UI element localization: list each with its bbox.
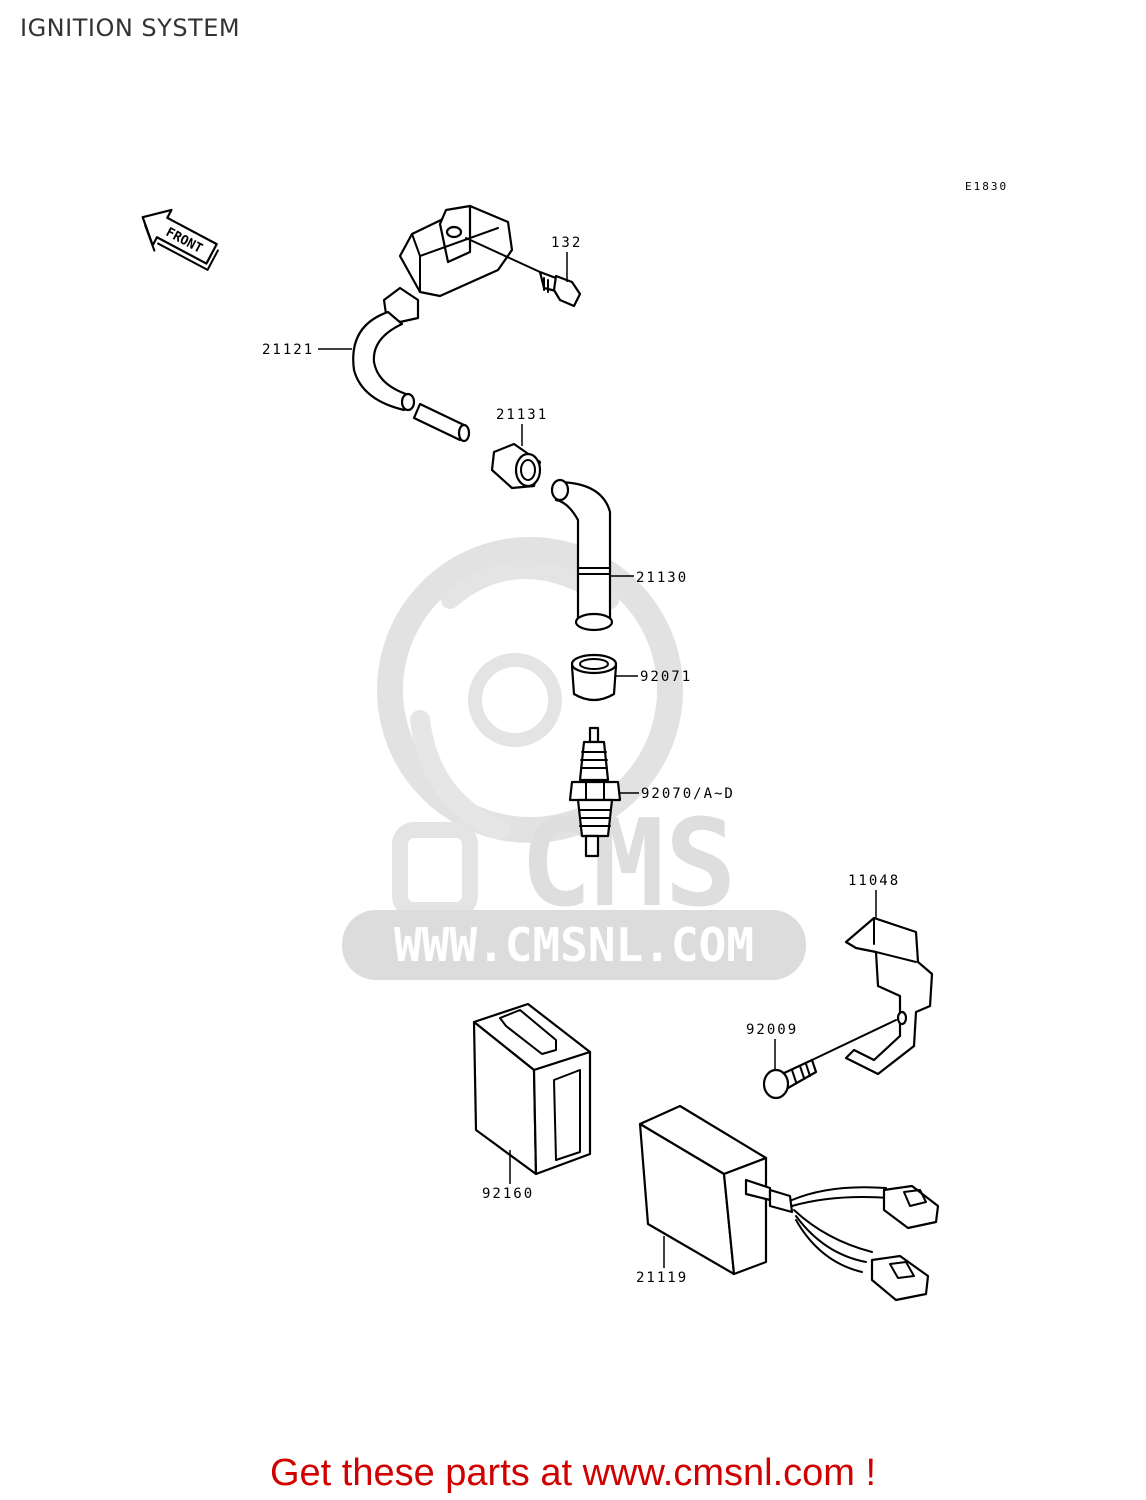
ignition-coil (352, 204, 514, 443)
cms-watermark: CMS WWW.CMSNL.COM (342, 537, 806, 980)
plug-cap-seal (490, 442, 542, 490)
damper-case (472, 1002, 592, 1176)
svg-text:92071: 92071 (640, 669, 692, 685)
svg-text:11048: 11048 (848, 873, 900, 889)
front-direction-arrow: FRONT (141, 208, 219, 271)
part-label-92070: 92070/A~D (620, 786, 735, 802)
part-label-92071: 92071 (616, 669, 692, 685)
footer-cta[interactable]: Get these parts at www.cmsnl.com ! (269, 1452, 877, 1494)
svg-text:92009: 92009 (746, 1022, 798, 1038)
igniter (638, 1104, 940, 1302)
svg-text:21131: 21131 (496, 407, 548, 423)
svg-text:92160: 92160 (482, 1186, 534, 1202)
bracket (844, 916, 934, 1076)
part-label-92009: 92009 (746, 1022, 798, 1070)
part-label-132: 132 (551, 235, 582, 282)
part-label-11048: 11048 (848, 873, 900, 918)
watermark-banner (342, 910, 806, 980)
screw (762, 1019, 897, 1100)
diagram-code: E1830 (965, 180, 1008, 193)
page-title: IGNITION SYSTEM (20, 14, 241, 42)
watermark-url: WWW.CMSNL.COM (394, 918, 754, 972)
spark-plug (568, 726, 622, 858)
part-label-92160: 92160 (482, 1150, 534, 1202)
cap-boot (570, 653, 618, 702)
svg-text:92070/A~D: 92070/A~D (641, 786, 735, 802)
svg-text:21119: 21119 (636, 1270, 688, 1286)
bolt (465, 237, 582, 308)
part-label-21119: 21119 (636, 1236, 688, 1286)
part-label-21131: 21131 (496, 407, 548, 446)
svg-text:21121: 21121 (262, 342, 314, 358)
spark-plug-cap (550, 478, 614, 632)
part-label-21121: 21121 (262, 342, 352, 358)
part-label-21130: 21130 (610, 570, 688, 586)
svg-text:21130: 21130 (636, 570, 688, 586)
svg-text:132: 132 (551, 235, 582, 251)
